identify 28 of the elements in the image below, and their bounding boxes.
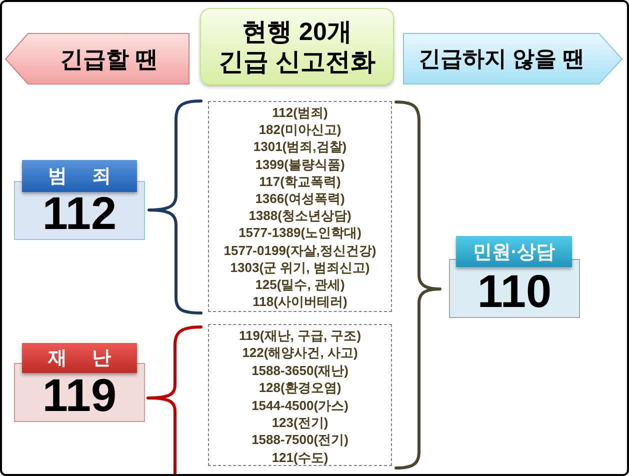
hotline-entry: 1388(청소년상담)	[248, 207, 352, 224]
category-tab: 재 난	[22, 343, 137, 373]
hotline-entry: 1399(불량식품)	[255, 156, 345, 173]
hotline-entry: 121(수도)	[272, 448, 328, 466]
arrow-banner: 긴급할 땐	[5, 33, 190, 85]
hotline-entry: 118(사이버테러)	[252, 293, 348, 310]
dashed-list-box	[208, 324, 392, 466]
hotline-entry: 128(환경오염)	[258, 379, 342, 397]
hotline-entry: 119(재난, 구급, 구조)	[238, 327, 362, 344]
title-box: 현행 20개 긴급 신고전화	[200, 8, 394, 85]
hotline-entry: 1301(범죄,검찰)	[253, 138, 347, 156]
hotline-entry: 122(해양사건, 사고)	[242, 344, 358, 362]
hotline-entry: 1544-4500(가스)	[252, 396, 348, 414]
hotline-entry: 125(밀수, 관세)	[255, 276, 345, 294]
hotline-entry: 117(학교폭력)	[259, 172, 341, 190]
hotline-entry: 1588-3650(재난)	[252, 362, 348, 380]
category-tab: 민원·상담	[456, 236, 572, 267]
hotline-entry: 112(범죄)	[272, 104, 328, 122]
hotline-entry: 123(전기)	[272, 414, 328, 432]
hotline-entry: 1588-7500(전기)	[252, 431, 348, 449]
arrow-banner: 긴급하지 않을 땐	[403, 33, 623, 85]
category-tab: 범 죄	[22, 160, 137, 192]
hotline-entry: 1577-0199(자살,정신건강)	[224, 242, 376, 259]
hotline-entry: 1366(여성폭력)	[255, 190, 345, 208]
hotline-entry: 1303(군 위기, 범죄신고)	[230, 258, 370, 276]
dashed-list-box	[208, 101, 392, 312]
hotline-entry: 182(미아신고)	[258, 121, 342, 138]
hotline-entry: 1577-1389(노인학대)	[238, 224, 362, 242]
